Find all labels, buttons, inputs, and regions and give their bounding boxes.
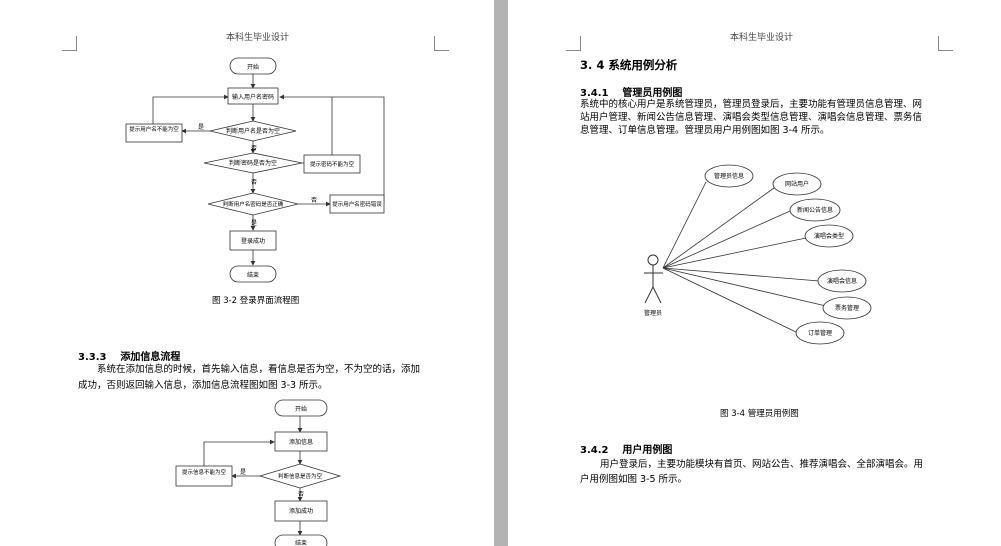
usecase-diagram: 管理员 管理员信息 网站用户 新闻公告信息 演唱会类型 演唱会信息 票务 <box>644 164 872 345</box>
paragraph-line: 系统中的核心用户是系统管理员，管理员登录后，主要功能有管理员信息管理、网 <box>580 99 923 110</box>
flow-input-label: 输入用户名密码 <box>232 93 274 101</box>
flow-start-label: 开始 <box>247 63 259 71</box>
add-flow-add-box <box>274 431 328 452</box>
section-title: 系统用例分析 <box>608 58 678 72</box>
page-header: 本科生毕业设计 <box>730 33 794 43</box>
add-flow-start-label: 开始 <box>295 405 307 413</box>
usecase-label: 管理员信息 <box>714 172 744 180</box>
flow-msg-pwd-label: 提示密码不能为空 <box>310 160 355 168</box>
section-title: 管理员用例图 <box>622 88 683 99</box>
flow-yes-label: 是 <box>251 220 257 227</box>
document-page-left: 本科生毕业设计 <box>0 0 494 546</box>
flow-decision-user <box>209 120 297 142</box>
add-flow-ok-label: 添加成功 <box>289 507 313 515</box>
flow-no-label: 否 <box>251 179 257 186</box>
add-flow-end-label: 结束 <box>295 539 307 546</box>
actor-stick-figure <box>644 254 663 304</box>
figure-caption-usecase: 图 3-4 管理员用例图 <box>720 409 799 419</box>
paragraph-line: 站用户管理、新闻公告信息管理、演唱会类型信息管理、演唱会信息管理、票务信 <box>580 112 923 123</box>
usecase-ellipse <box>817 269 867 293</box>
flow-login-ok <box>229 230 277 251</box>
login-flowchart: 开始 输入用户名密码 判断用户名是否为空 提示用户名不能为空 判断密码是否为空 … <box>125 57 385 546</box>
flow-no-label: 否 <box>311 197 317 204</box>
flow-msg-incorrect-label: 提示用户名密码错误 <box>332 200 382 208</box>
section-heading-342: 3.4.2 用户用例图 <box>580 441 672 456</box>
usecase-ellipse <box>789 198 841 222</box>
section-title: 添加信息流程 <box>120 352 181 363</box>
usecase-label: 票务管理 <box>835 304 859 312</box>
usecase-label: 演唱会类型 <box>814 232 844 240</box>
add-flow-start <box>274 399 328 417</box>
flow-decision-pwd-label: 判断密码是否为空 <box>229 159 277 167</box>
add-flow-msg-label: 提示信息不能为空 <box>182 468 227 476</box>
flow-msg-pwd <box>303 154 361 174</box>
flow-msg-incorrect <box>329 194 385 214</box>
section-heading-34: 3. 4 系统用例分析 <box>580 57 677 73</box>
document-page-right: 本科生毕业设计 3. 4 系统用例分析 3.4.1 管理员用例图 系统中的核心用… <box>508 0 1001 546</box>
add-info-flowchart <box>203 416 303 536</box>
usecase-label: 订单管理 <box>808 329 832 337</box>
add-flow-add-label: 添加信息 <box>289 438 313 446</box>
usecase-ellipse <box>795 321 845 345</box>
paragraph-line: 成功，否则返回输入信息，添加信息流程图如图 3-3 所示。 <box>78 380 328 391</box>
page-header: 本科生毕业设计 <box>226 33 290 43</box>
flow-end-label: 结束 <box>247 271 259 279</box>
paragraph-line: 用户登录后，主要功能模块有首页、网站公告、推荐演唱会、全部演唱会。用 <box>600 459 924 470</box>
add-flow-end <box>274 534 328 546</box>
usecase-ellipse <box>704 164 754 188</box>
flow-msg-user <box>125 123 183 143</box>
flow-input-box <box>227 87 279 105</box>
figure-caption-login: 图 3-2 登录界面流程图 <box>212 296 300 306</box>
usecase-label: 新闻公告信息 <box>797 206 833 214</box>
usecase-ellipse <box>772 172 822 196</box>
section-number: 3.3.3 <box>78 352 107 363</box>
usecase-label: 网站用户 <box>785 180 809 188</box>
paragraph-line: 息管理、订单信息管理。管理员用户用例图如图 3-4 所示。 <box>580 125 830 136</box>
actor-label: 管理员 <box>644 309 662 317</box>
section-number: 3. 4 <box>580 58 605 72</box>
flow-decision-user-label: 判断用户名是否为空 <box>226 127 280 135</box>
flow-decision-correct-label: 判断用户名密码是否正确 <box>223 200 284 208</box>
add-flow-decision <box>258 463 342 489</box>
add-flow-msg <box>175 465 233 487</box>
flow-end <box>229 265 277 283</box>
section-number: 3.4.2 <box>580 445 609 456</box>
add-flow-ok <box>274 500 328 522</box>
paragraph-line: 系统在添加信息的时候，首先输入信息，看信息是否为空，不为空的话，添加 <box>97 364 421 375</box>
section-number: 3.4.1 <box>580 88 609 99</box>
section-title: 用户用例图 <box>622 445 673 456</box>
flow-no-label: 否 <box>251 145 257 152</box>
section-heading-333: 3.3.3 添加信息流程 <box>78 348 180 363</box>
corner-mark <box>62 36 77 51</box>
flow-msg-user-label: 提示用户名不能为空 <box>129 125 179 133</box>
flow-yes-label: 是 <box>198 124 204 131</box>
flow-start <box>229 57 277 75</box>
corner-mark <box>938 36 953 51</box>
paragraph-line: 户用例图如图 3-5 所示。 <box>580 474 688 485</box>
flow-decision-pwd <box>203 152 303 174</box>
page-gutter <box>494 0 508 546</box>
corner-mark <box>566 36 581 51</box>
usecase-ellipse <box>804 224 854 248</box>
flow-login-ok-label: 登录成功 <box>241 237 265 245</box>
add-flow-no-label: 否 <box>298 491 304 498</box>
usecase-ellipse <box>822 296 872 320</box>
add-flow-yes-label: 是 <box>240 469 246 476</box>
add-flow-decision-label: 判断信息是否为空 <box>278 472 323 480</box>
section-heading-341: 3.4.1 管理员用例图 <box>580 84 682 99</box>
flow-decision-correct <box>207 192 299 216</box>
corner-mark <box>434 36 449 51</box>
usecase-label: 演唱会信息 <box>827 277 857 285</box>
